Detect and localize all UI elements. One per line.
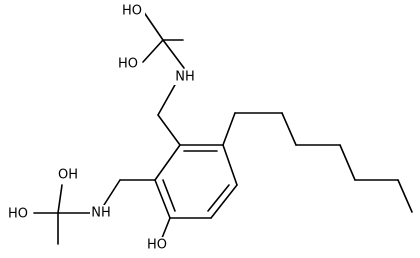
ring-double-bond <box>162 179 176 212</box>
lower-hydroxyl-label-2: HO <box>8 207 28 222</box>
ring-bond <box>222 144 238 186</box>
hydroxyl-bond <box>161 217 171 239</box>
lower-hydroxyl-label-1: OH <box>58 168 78 183</box>
lower-amine-label: NH <box>91 206 111 221</box>
ring-double-bond <box>207 184 230 212</box>
benzene-ring <box>154 144 238 219</box>
carbon-bond <box>57 184 63 214</box>
methylene-bond <box>157 114 181 146</box>
lower-substituent <box>33 179 156 245</box>
heptyl-chain <box>222 112 413 213</box>
ring-bond <box>210 184 238 219</box>
carbon-bond <box>142 39 164 63</box>
ring-bond <box>154 144 181 181</box>
phenol-hydroxyl-label: HO <box>147 238 167 253</box>
upper-hydroxyl-label-1: HO <box>122 4 142 19</box>
amine-bond <box>162 39 185 69</box>
methylene-bond <box>157 82 177 116</box>
upper-amine-label: NH <box>175 70 195 85</box>
chain-bond <box>339 144 356 181</box>
methylene-bond <box>103 179 121 206</box>
chain-bond <box>397 179 413 213</box>
chain-bond <box>281 112 297 146</box>
atom-labels: HO HO NH OH HO NH HO <box>5 3 196 253</box>
chain-bond <box>222 112 236 146</box>
upper-hydroxyl-label-2: HO <box>118 57 138 72</box>
ring-bond <box>154 179 171 219</box>
